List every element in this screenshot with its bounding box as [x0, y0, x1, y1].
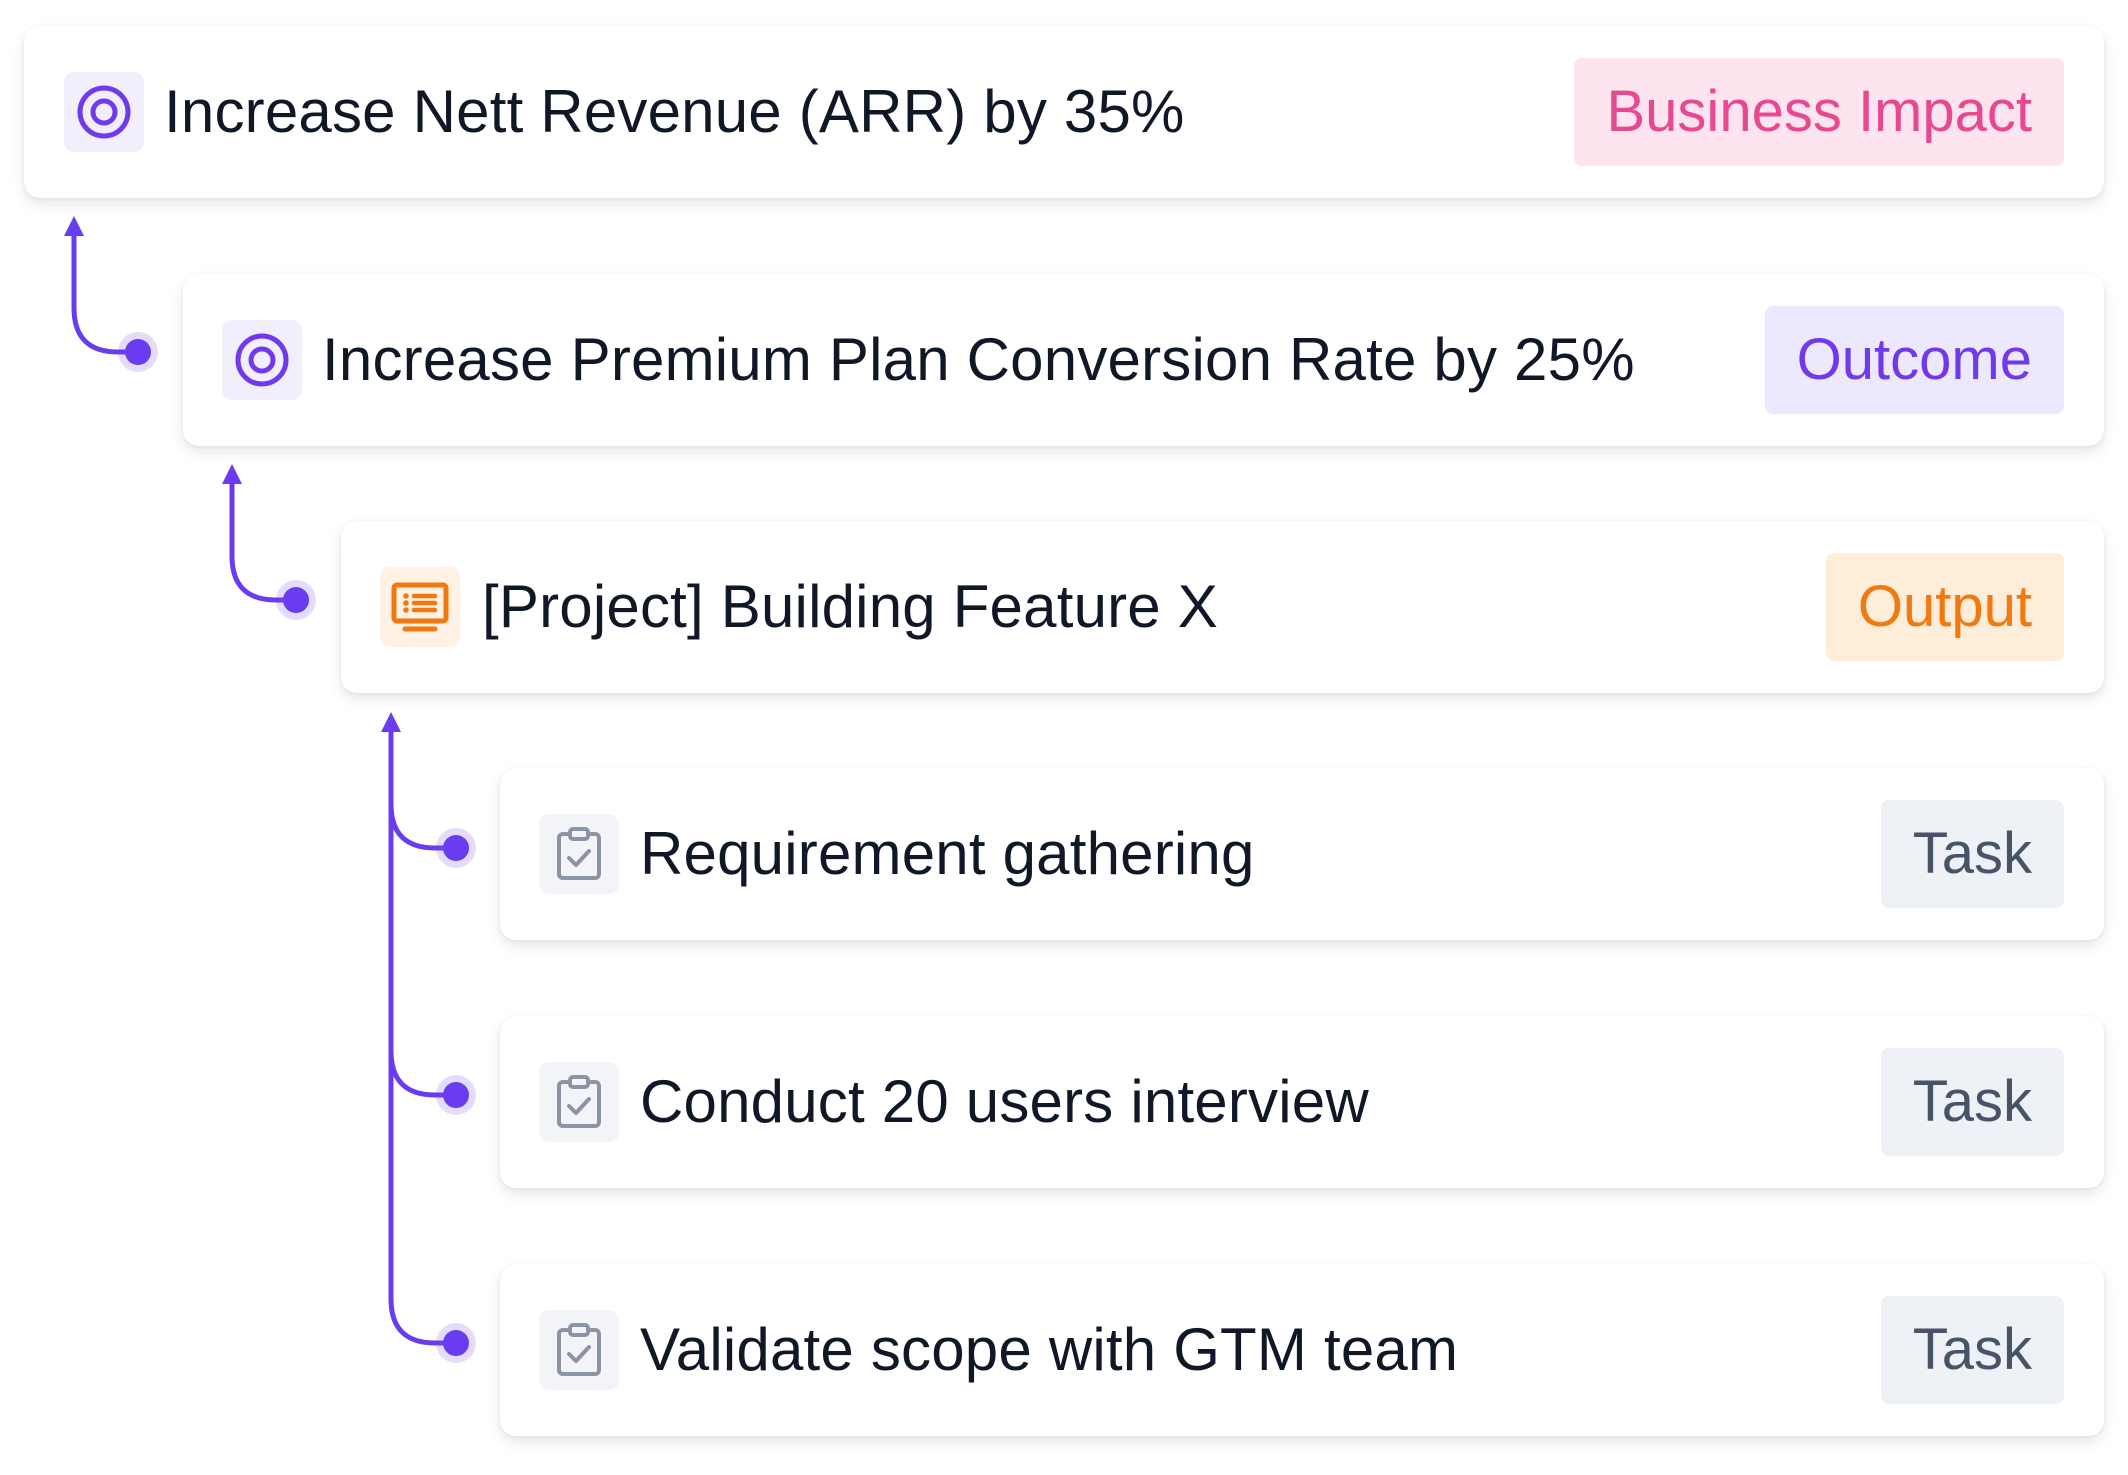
connector-tasks-to-output	[381, 712, 476, 1363]
goal-title: Requirement gathering	[640, 820, 1255, 887]
type-badge: Task	[1880, 1048, 2064, 1156]
clipboard-check-icon	[539, 1310, 619, 1390]
type-badge: Output	[1825, 553, 2064, 661]
type-badge: Task	[1880, 800, 2064, 908]
goal-card-business-impact[interactable]: Increase Nett Revenue (ARR) by 35% Busin…	[24, 26, 2104, 198]
type-badge: Business Impact	[1574, 58, 2064, 166]
type-badge: Task	[1880, 1296, 2064, 1404]
goal-title: Increase Nett Revenue (ARR) by 35%	[164, 78, 1185, 145]
goal-title: Increase Premium Plan Conversion Rate by…	[322, 326, 1635, 393]
goal-card-task[interactable]: Conduct 20 users interview Task	[500, 1016, 2104, 1188]
goal-card-output[interactable]: [Project] Building Feature X Output	[341, 521, 2104, 693]
project-board-icon	[380, 567, 460, 647]
target-icon	[64, 72, 144, 152]
goal-card-task[interactable]: Requirement gathering Task	[500, 768, 2104, 940]
clipboard-check-icon	[539, 1062, 619, 1142]
target-icon	[222, 320, 302, 400]
goal-title: Conduct 20 users interview	[640, 1068, 1369, 1135]
connector-output-to-outcome	[222, 464, 316, 620]
goal-title: [Project] Building Feature X	[482, 573, 1218, 640]
goal-title: Validate scope with GTM team	[640, 1316, 1459, 1383]
goal-card-task[interactable]: Validate scope with GTM team Task	[500, 1264, 2104, 1436]
connector-outcome-to-impact	[64, 216, 158, 372]
clipboard-check-icon	[539, 814, 619, 894]
goal-card-outcome[interactable]: Increase Premium Plan Conversion Rate by…	[183, 274, 2104, 446]
type-badge: Outcome	[1764, 306, 2064, 414]
